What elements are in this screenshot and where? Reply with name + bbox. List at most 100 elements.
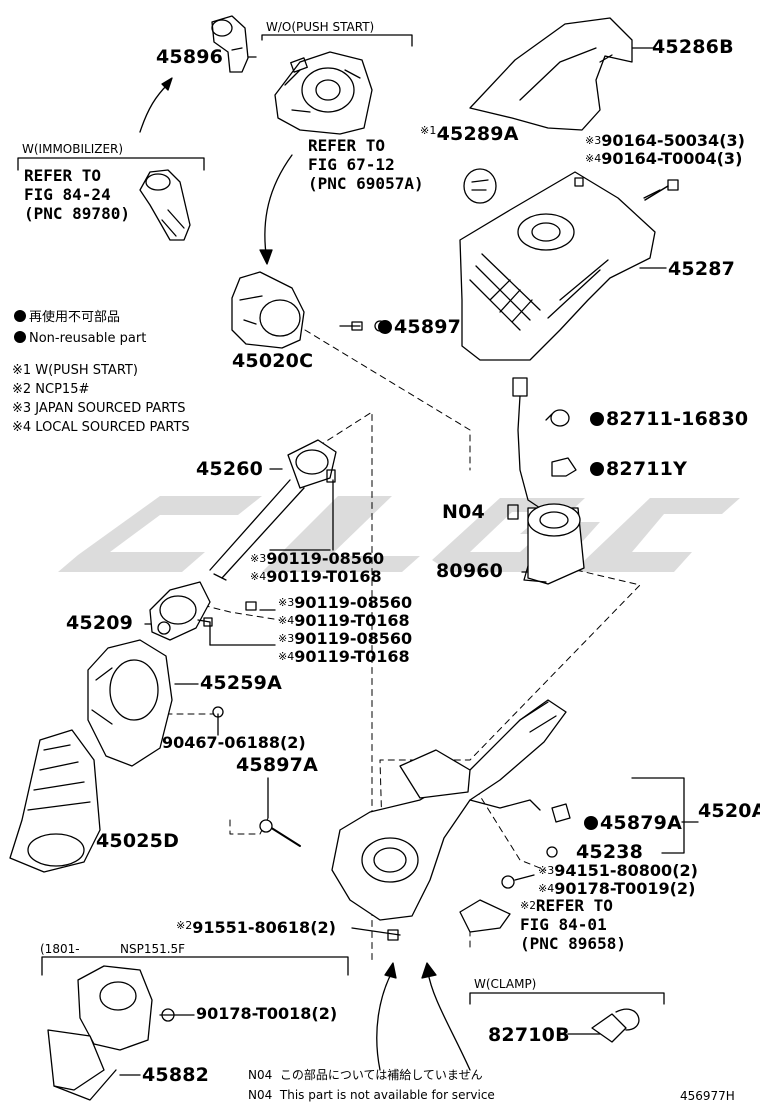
part-82711y-number: 82711Y <box>606 458 688 480</box>
legend-nonreusable-jp: 再使用不可部品 <box>14 310 120 324</box>
part-45020c[interactable]: 45020C <box>232 350 314 372</box>
part-45289a[interactable]: ※145289A <box>420 125 519 144</box>
nonreusable-dot <box>378 320 392 334</box>
part-45896[interactable]: 45896 <box>156 46 224 68</box>
part-82710b-drawing <box>591 1008 640 1043</box>
arrow-to-45896 <box>139 83 169 133</box>
part-91551-80618[interactable]: ※291551-80618(2) <box>176 920 336 936</box>
ignition-switch-drawing <box>274 51 373 135</box>
bolt-90119-08560-2: 90119-08560 <box>294 593 413 612</box>
part-82710b[interactable]: 82710B <box>488 1024 570 1046</box>
part-45897a[interactable]: 45897A <box>236 754 319 776</box>
part-45238[interactable]: 45238 <box>576 841 644 863</box>
bolt-90178-t0019: 90178-T0019(2) <box>554 879 696 898</box>
mark-4-d: ※4 <box>278 650 295 663</box>
mark-4-c: ※4 <box>278 614 295 627</box>
bolt-90164-t0004: 90164-T0004(3) <box>601 149 743 168</box>
legend-note-2: ※2 NCP15# <box>12 382 90 397</box>
bracket-4520a <box>631 777 699 854</box>
part-80960-drawing <box>512 377 585 585</box>
part-45289a-number: 45289A <box>436 123 519 145</box>
part-45896-drawing <box>211 15 249 73</box>
immobilizer-key-drawing <box>139 169 191 241</box>
watermark-logo <box>58 496 740 572</box>
bolt-90164-group[interactable]: ※390164-50034(3) ※490164-T0004(3) <box>585 132 745 168</box>
legend-note-3: ※3 JAPAN SOURCED PARTS <box>12 401 186 416</box>
part-82711-16830[interactable]: 82711-16830 <box>590 410 748 429</box>
part-n04[interactable]: N04 <box>442 501 485 523</box>
part-45259a-drawing <box>87 639 173 767</box>
part-4520a-column-drawing <box>331 699 567 921</box>
bolt-90119-group-1[interactable]: ※390119-08560※490119-T0168 <box>250 550 384 586</box>
bolt-90119-08560-3: 90119-08560 <box>294 629 413 648</box>
legend-nonreusable-jp-text: 再使用不可部品 <box>29 310 121 325</box>
part-45209-drawing <box>149 581 211 641</box>
part-45879a-number: 45879A <box>600 812 683 834</box>
mark-2-ref: ※2 <box>520 899 536 912</box>
nonreusable-dot <box>590 412 604 426</box>
mark-4-b: ※4 <box>250 570 267 583</box>
part-45882[interactable]: 45882 <box>142 1064 210 1086</box>
part-45287[interactable]: 45287 <box>668 258 736 280</box>
group-nsp: NSP151.5F <box>120 942 186 956</box>
mark-1: ※1 <box>420 124 437 137</box>
bracket-w-clamp <box>469 992 665 1005</box>
mark-3-a: ※3 <box>585 134 602 147</box>
part-45882-drawing <box>47 965 153 1101</box>
arrow-up-right <box>427 971 471 1071</box>
group-wo-push-start: W/O(PUSH START) <box>266 20 375 34</box>
part-45260[interactable]: 45260 <box>196 458 264 480</box>
diagram-id: 456977H <box>680 1089 735 1103</box>
part-45209[interactable]: 45209 <box>66 612 134 634</box>
group-date-range: (1801- <box>40 942 80 956</box>
footer-n04-en-text: This part is not available for service <box>279 1088 495 1102</box>
legend-nonreusable-en: Non-reusable part <box>14 331 146 345</box>
part-80960[interactable]: 80960 <box>436 560 504 582</box>
part-45286b-drawing <box>469 17 633 131</box>
legend-dot-icon <box>14 310 26 322</box>
mark-3-d: ※3 <box>278 632 295 645</box>
clip-82711-16830-drawing <box>545 409 570 427</box>
part-45897[interactable]: 45897 <box>378 318 461 337</box>
part-45259a[interactable]: 45259A <box>200 672 283 694</box>
ref-fig-84-24: REFER TO FIG 84-24 (PNC 89780) <box>24 166 130 223</box>
bracket-w-immobilizer <box>17 157 205 171</box>
nonreusable-dot <box>584 816 598 830</box>
footer-n04-jp: N04 この部品については補給していません <box>248 1069 483 1081</box>
bolt-90119-08560-1: 90119-08560 <box>266 549 385 568</box>
part-45025d[interactable]: 45025D <box>96 830 180 852</box>
mark-3-b: ※3 <box>250 552 267 565</box>
part-91551-80618-number: 91551-80618(2) <box>192 918 336 937</box>
bolt-90119-group-3[interactable]: ※390119-08560※490119-T0168 <box>278 630 412 666</box>
part-45260-drawing <box>209 439 337 581</box>
legend-dot-icon <box>14 331 26 343</box>
ref-fig-84-01-rest: FIG 84-01 (PNC 89658) <box>520 915 626 953</box>
legend-nonreusable-en-text: Non-reusable part <box>29 331 147 346</box>
legend-note-4: ※4 LOCAL SOURCED PARTS <box>12 420 190 435</box>
part-4520a[interactable]: 4520A <box>698 800 760 822</box>
mark-3-e: ※3 <box>538 864 555 877</box>
legend-note-1: ※1 W(PUSH START) <box>12 363 138 378</box>
part-82711y[interactable]: 82711Y <box>590 460 687 479</box>
bolt-94151-group[interactable]: ※394151-80800(2)※490178-T0019(2) <box>538 862 698 898</box>
footer-n04-en-code: N04 <box>248 1088 273 1102</box>
mark-2: ※2 <box>176 919 193 932</box>
part-90178-t0018[interactable]: 90178-T0018(2) <box>196 1004 338 1023</box>
bolt-90119-group-2[interactable]: ※390119-08560※490119-T0168 <box>278 594 412 630</box>
ref-fig-84-01-first: REFER TO <box>535 896 613 915</box>
bolt-90164-50034: 90164-50034(3) <box>601 131 745 150</box>
footer-n04-jp-code: N04 <box>248 1068 273 1082</box>
part-45286b[interactable]: 45286B <box>652 36 734 58</box>
footer-n04-jp-text: この部品については補給していません <box>279 1068 483 1082</box>
mark-4-e: ※4 <box>538 882 555 895</box>
part-90467-06188[interactable]: 90467-06188(2) <box>162 733 306 752</box>
mark-4-a: ※4 <box>585 152 602 165</box>
part-45879a[interactable]: 45879A <box>584 814 682 833</box>
footer-n04-en: N04 This part is not available for servi… <box>248 1089 495 1101</box>
part-45025d-drawing <box>9 729 101 873</box>
part-45289a-drawing <box>463 168 497 204</box>
bracket-wo-push-start <box>261 34 413 47</box>
